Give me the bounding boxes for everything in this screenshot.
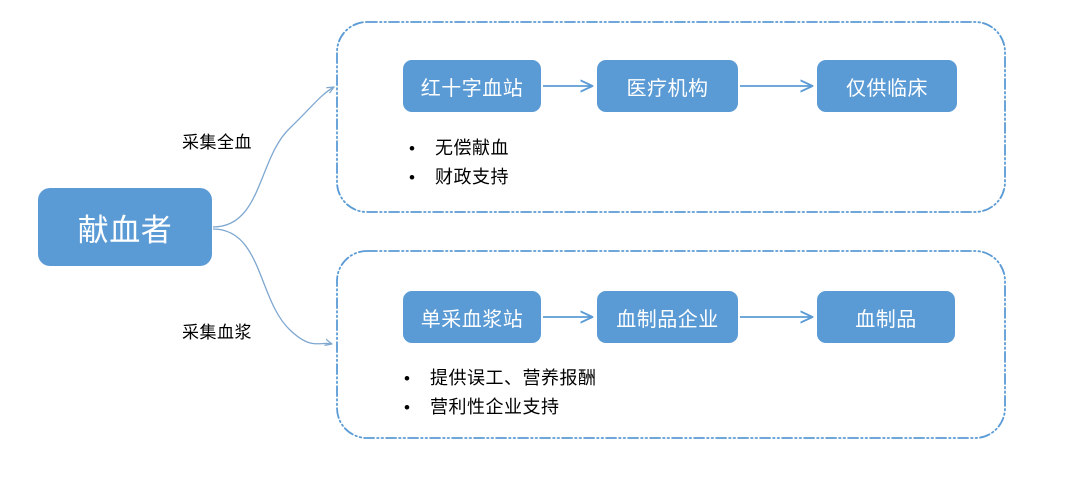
node-donor[interactable]: 献血者 <box>38 188 212 266</box>
node-clinical-use-only[interactable]: 仅供临床 <box>817 60 957 112</box>
node-medical-institution-label: 医疗机构 <box>626 77 709 100</box>
note-text: 营利性企业支持 <box>430 397 560 417</box>
node-red-cross-blood-station-label: 红十字血站 <box>420 77 524 100</box>
bullet-icon: • <box>409 139 415 158</box>
list-item: • 财政支持 <box>409 163 509 192</box>
node-donor-label: 献血者 <box>77 212 173 248</box>
list-item: • 无偿献血 <box>409 134 509 163</box>
notes-plasma: • 提供误工、营养报酬 • 营利性企业支持 <box>404 364 597 422</box>
bullet-icon: • <box>404 398 410 417</box>
node-clinical-use-only-label: 仅供临床 <box>846 77 928 100</box>
node-plasma-collection-station[interactable]: 单采血浆站 <box>403 291 541 343</box>
note-text: 财政支持 <box>435 167 509 187</box>
node-blood-product-label: 血制品 <box>855 308 917 331</box>
bullet-icon: • <box>409 168 415 187</box>
edge-label-whole-blood: 采集全血 <box>182 133 252 152</box>
branch-curve-whole-blood <box>212 87 334 228</box>
node-medical-institution[interactable]: 医疗机构 <box>597 60 738 112</box>
node-red-cross-blood-station[interactable]: 红十字血站 <box>403 60 541 112</box>
notes-whole-blood: • 无偿献血 • 财政支持 <box>409 134 509 192</box>
bullet-icon: • <box>404 369 410 388</box>
list-item: • 提供误工、营养报酬 <box>404 364 597 393</box>
note-text: 提供误工、营养报酬 <box>430 368 597 388</box>
node-blood-product-company-label: 血制品企业 <box>616 308 719 331</box>
node-blood-product-company[interactable]: 血制品企业 <box>597 291 738 343</box>
edge-label-plasma: 采集血浆 <box>182 323 252 342</box>
note-text: 无偿献血 <box>435 138 509 158</box>
node-plasma-collection-station-label: 单采血浆站 <box>420 308 524 331</box>
node-blood-product[interactable]: 血制品 <box>817 291 955 343</box>
list-item: • 营利性企业支持 <box>404 393 597 422</box>
